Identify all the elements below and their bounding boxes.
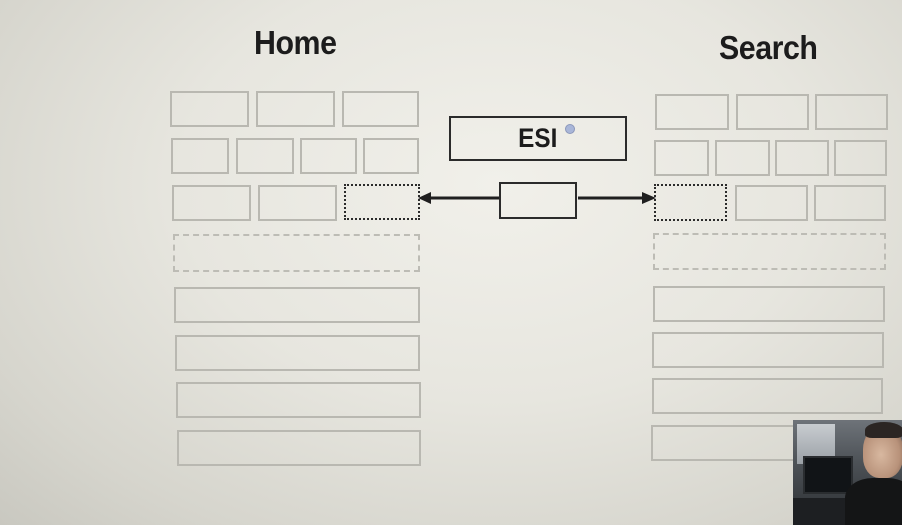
presenter-hair (865, 422, 902, 438)
home-wide-block (176, 382, 421, 418)
search-wide-block (652, 378, 883, 414)
search-block (814, 185, 886, 221)
home-block (256, 91, 335, 127)
search-dashed-block (653, 233, 886, 270)
search-block (736, 94, 809, 130)
home-block (170, 91, 249, 127)
search-title: Search (719, 29, 818, 66)
esi-fragment-box (499, 182, 577, 219)
home-dashed-block (173, 234, 420, 272)
search-block (735, 185, 808, 221)
home-block (258, 185, 337, 221)
home-esi-fragment (344, 184, 420, 220)
pointer-dot (565, 124, 575, 134)
esi-label: ESI (518, 123, 558, 153)
search-wide-block (653, 286, 885, 322)
search-esi-fragment (654, 184, 727, 221)
esi-label-box: ESI (449, 116, 627, 161)
webcam-background-monitor (803, 456, 853, 494)
home-block (342, 91, 419, 127)
home-block (300, 138, 357, 174)
home-block (236, 138, 294, 174)
search-wide-block (652, 332, 884, 368)
home-title: Home (254, 24, 337, 61)
search-block (815, 94, 888, 130)
arrow-left-icon (418, 192, 499, 204)
search-block (834, 140, 887, 176)
search-block (715, 140, 770, 176)
search-block (654, 140, 709, 176)
presenter-body (845, 478, 902, 525)
search-block (775, 140, 829, 176)
search-block (655, 94, 729, 130)
home-wide-block (175, 335, 420, 371)
home-wide-block (174, 287, 420, 323)
home-block (363, 138, 419, 174)
arrow-right-icon (578, 192, 656, 204)
home-block (171, 138, 229, 174)
webcam-video (793, 420, 902, 525)
home-block (172, 185, 251, 221)
home-wide-block (177, 430, 421, 466)
